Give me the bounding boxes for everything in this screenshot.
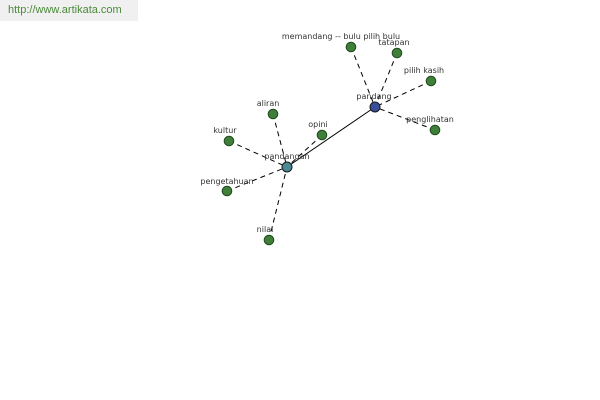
hub-label-pandang[interactable]: pandang [356, 92, 391, 101]
label-memandang[interactable]: memandang -- bulu pilih bulu [282, 32, 400, 41]
hub-label-pandangan[interactable]: pandangan [264, 152, 309, 161]
label-aliran[interactable]: aliran [257, 99, 280, 108]
graph-edges [226, 46, 436, 241]
node-penglihatan[interactable] [429, 124, 441, 136]
label-pengetahuan[interactable]: pengetahuan [200, 177, 253, 186]
hub-link-pandang-pandangan [286, 106, 376, 168]
label-nilai[interactable]: nilai [257, 225, 274, 234]
label-opini[interactable]: opini [308, 120, 328, 129]
node-pilih-kasih[interactable] [425, 75, 437, 87]
edge-nilai [268, 166, 288, 241]
hub-node-pandang[interactable] [369, 101, 381, 113]
source-url-link[interactable]: http://www.artikata.com [0, 0, 138, 21]
edge-pilih-kasih [374, 80, 432, 108]
label-pilih-kasih[interactable]: pilih kasih [404, 66, 444, 75]
node-memandang[interactable] [345, 41, 357, 53]
label-kultur[interactable]: kultur [213, 126, 237, 135]
edge-penglihatan [374, 106, 436, 131]
edge-kultur [228, 140, 288, 168]
label-tatapan[interactable]: tatapan [378, 38, 409, 47]
edge-pengetahuan [226, 166, 288, 192]
label-penglihatan[interactable]: penglihatan [406, 115, 454, 124]
graph-nodes [221, 41, 441, 246]
node-nilai[interactable] [263, 234, 275, 246]
edge-tatapan [374, 52, 398, 108]
node-pengetahuan[interactable] [221, 185, 233, 197]
node-kultur[interactable] [223, 135, 235, 147]
edge-aliran [272, 113, 288, 168]
node-aliran[interactable] [267, 108, 279, 120]
node-tatapan[interactable] [391, 47, 403, 59]
hub-node-pandangan[interactable] [281, 161, 293, 173]
edge-memandang [350, 46, 376, 108]
node-opini[interactable] [316, 129, 328, 141]
edge-opini [286, 134, 323, 168]
